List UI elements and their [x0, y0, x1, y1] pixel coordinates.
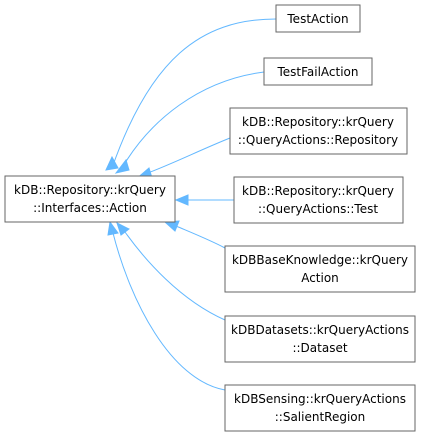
derived-class-label-line1: kDBSensing::krQueryActions [234, 392, 406, 406]
derived-class-label: TestFailAction [276, 65, 358, 79]
derived-class-node-queryactions-test[interactable]: kDB::Repository::krQuery ::QueryActions:… [233, 176, 404, 224]
edge-testfailaction [121, 71, 265, 169]
derived-class-label-line2: ::QueryActions::Test [258, 202, 378, 216]
derived-class-label: TestAction [286, 12, 348, 26]
derived-class-box [275, 4, 361, 33]
edge-queryactions-test-arrow [174, 194, 189, 206]
base-class-label-line2: ::Interfaces::Action [33, 201, 147, 215]
derived-class-label-line1: kDB::Repository::krQuery [242, 115, 394, 129]
derived-class-node-testfailaction[interactable]: TestFailAction [263, 57, 373, 86]
derived-class-node-datasets[interactable]: kDBDatasets::krQueryActions ::Dataset [224, 315, 416, 363]
derived-class-box [229, 107, 408, 155]
derived-class-label-line2: ::Dataset [292, 341, 347, 355]
derived-class-label-line2: ::QueryActions::Repository [238, 133, 398, 147]
derived-class-box [263, 57, 373, 86]
derived-class-node-testaction[interactable]: TestAction [275, 4, 361, 33]
base-class-node[interactable]: kDB::Repository::krQuery ::Interfaces::A… [4, 175, 176, 223]
derived-class-label-line1: kDBBaseKnowledge::krQuery [232, 253, 408, 267]
edge-queryactions-repository [144, 137, 231, 175]
derived-class-label-line2: ::SalientRegion [275, 410, 366, 424]
edge-sensing-arrow [107, 220, 119, 236]
edge-basebknowledge-action [175, 225, 226, 249]
derived-class-box [224, 315, 416, 363]
derived-class-box [233, 176, 404, 224]
derived-class-label-line1: kDBDatasets::krQueryActions [231, 323, 409, 337]
derived-class-box [224, 245, 416, 293]
derived-class-node-baseknowledge-action[interactable]: kDBBaseKnowledge::krQuery Action [224, 245, 416, 293]
edge-testaction [111, 18, 277, 169]
edge-datasets-arrow [116, 222, 130, 236]
edge-sensing [112, 232, 226, 391]
inheritance-edges [105, 18, 277, 391]
edge-datasets [124, 231, 226, 321]
derived-class-label-line2: Action [301, 271, 339, 285]
derived-class-node-sensing[interactable]: kDBSensing::krQueryActions ::SalientRegi… [224, 384, 416, 432]
base-class-box [4, 175, 176, 223]
edge-testfailaction-arrow [114, 158, 130, 174]
base-class-label-line1: kDB::Repository::krQuery [14, 183, 166, 197]
derived-class-node-queryactions-repository[interactable]: kDB::Repository::krQuery ::QueryActions:… [229, 107, 408, 155]
derived-class-box [224, 384, 416, 432]
derived-class-label-line1: kDB::Repository::krQuery [242, 184, 394, 198]
edge-testaction-arrow [105, 155, 119, 171]
